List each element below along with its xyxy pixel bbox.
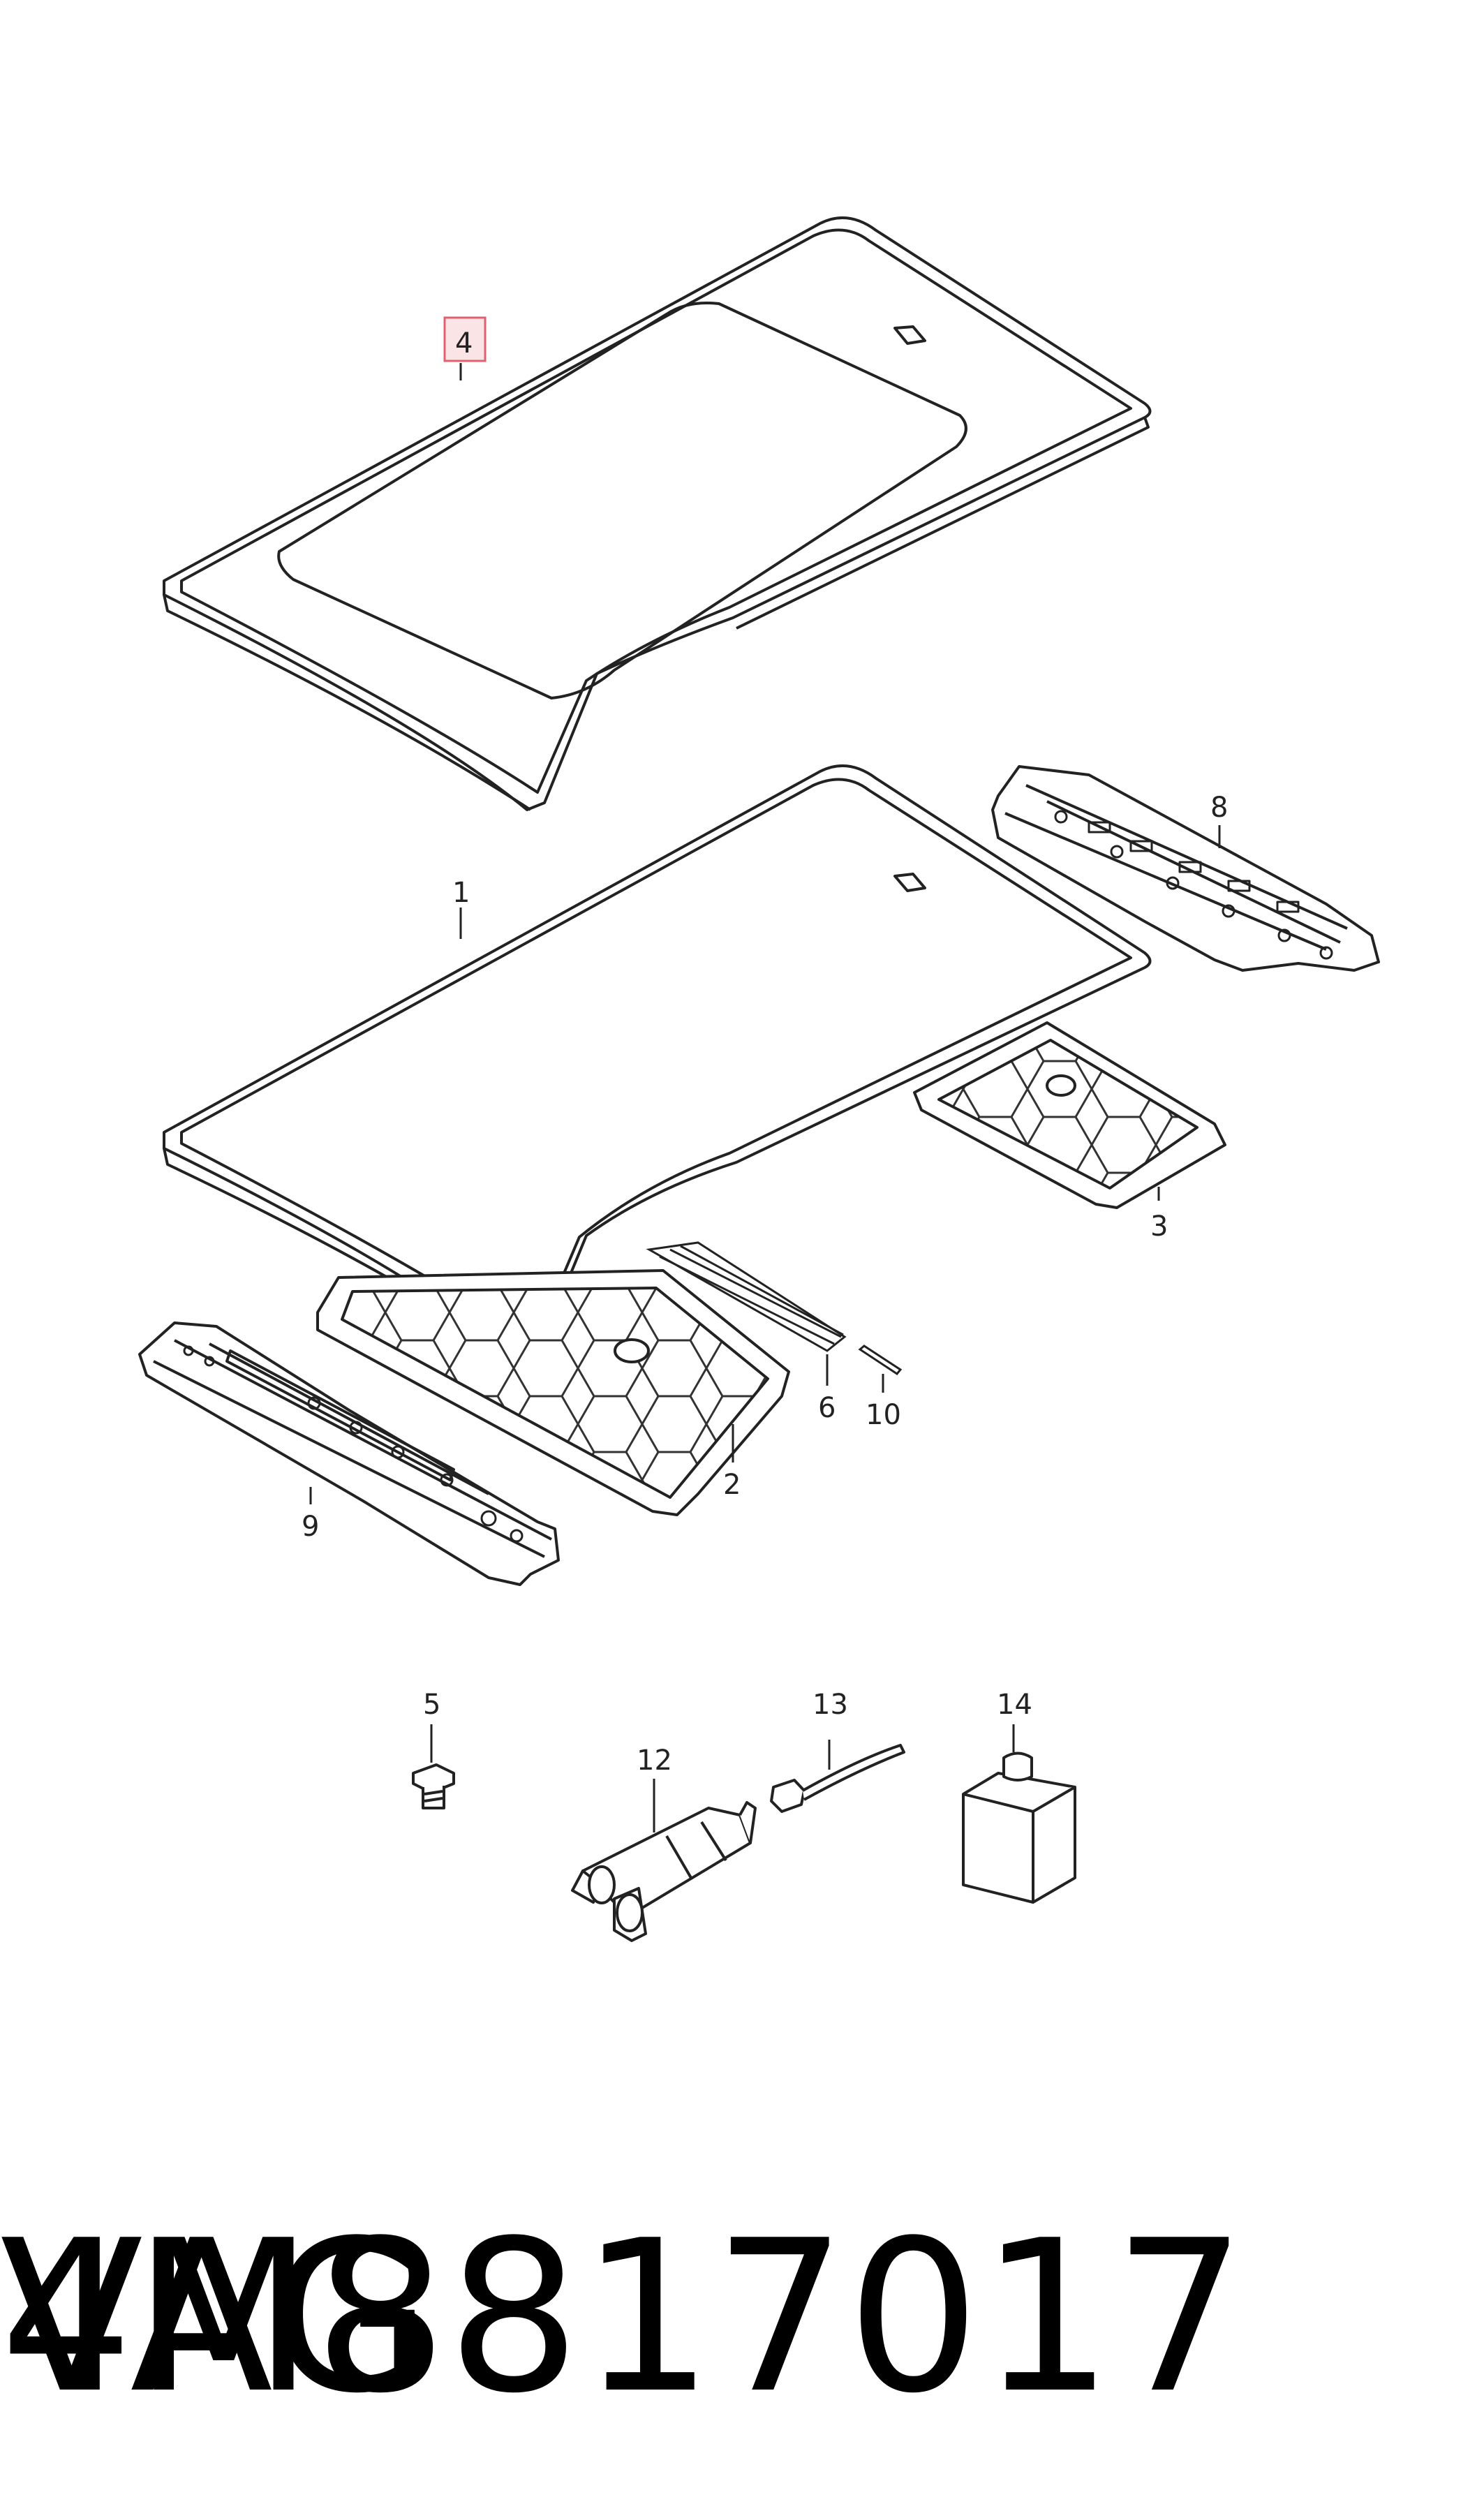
primer-container bbox=[962, 1752, 1076, 1904]
callout-12: 12 bbox=[637, 1745, 672, 1777]
application-nozzle bbox=[770, 1744, 905, 1813]
callout-2: 2 bbox=[723, 1469, 741, 1501]
callout-highlight-box bbox=[443, 316, 487, 362]
bolt bbox=[412, 1763, 455, 1809]
callout-10: 10 bbox=[866, 1399, 901, 1431]
callout-9: 9 bbox=[302, 1511, 319, 1543]
front-roof-crossmember bbox=[138, 1321, 560, 1586]
part-number: 4M8817017 bbox=[0, 2195, 1247, 2439]
callout-4: 4 bbox=[455, 327, 473, 360]
callout-5: 5 bbox=[423, 1689, 440, 1721]
callout-14: 14 bbox=[997, 1689, 1032, 1721]
callout-1: 1 bbox=[452, 877, 470, 909]
roof-panel-sunroof bbox=[163, 216, 1152, 811]
adhesive-cartridge bbox=[571, 1801, 757, 1942]
roof-side-strip bbox=[646, 1241, 847, 1352]
roof-panel bbox=[163, 764, 1152, 1363]
callout-13: 13 bbox=[813, 1689, 848, 1721]
retaining-pin bbox=[858, 1345, 903, 1375]
callout-8: 8 bbox=[1210, 792, 1228, 824]
front-roof-damping-mat bbox=[316, 1269, 790, 1516]
callout-leaders bbox=[309, 363, 1221, 1832]
callout-3: 3 bbox=[1150, 1210, 1168, 1243]
rear-roof-crossmember bbox=[991, 765, 1380, 972]
rear-roof-damping-mat bbox=[913, 1021, 1226, 1209]
callout-numbers: 4 1 8 3 2 6 10 9 5 12 13 14 bbox=[302, 327, 1228, 1777]
brand-label: VAG bbox=[0, 2195, 432, 2439]
callout-6: 6 bbox=[818, 1392, 836, 1424]
